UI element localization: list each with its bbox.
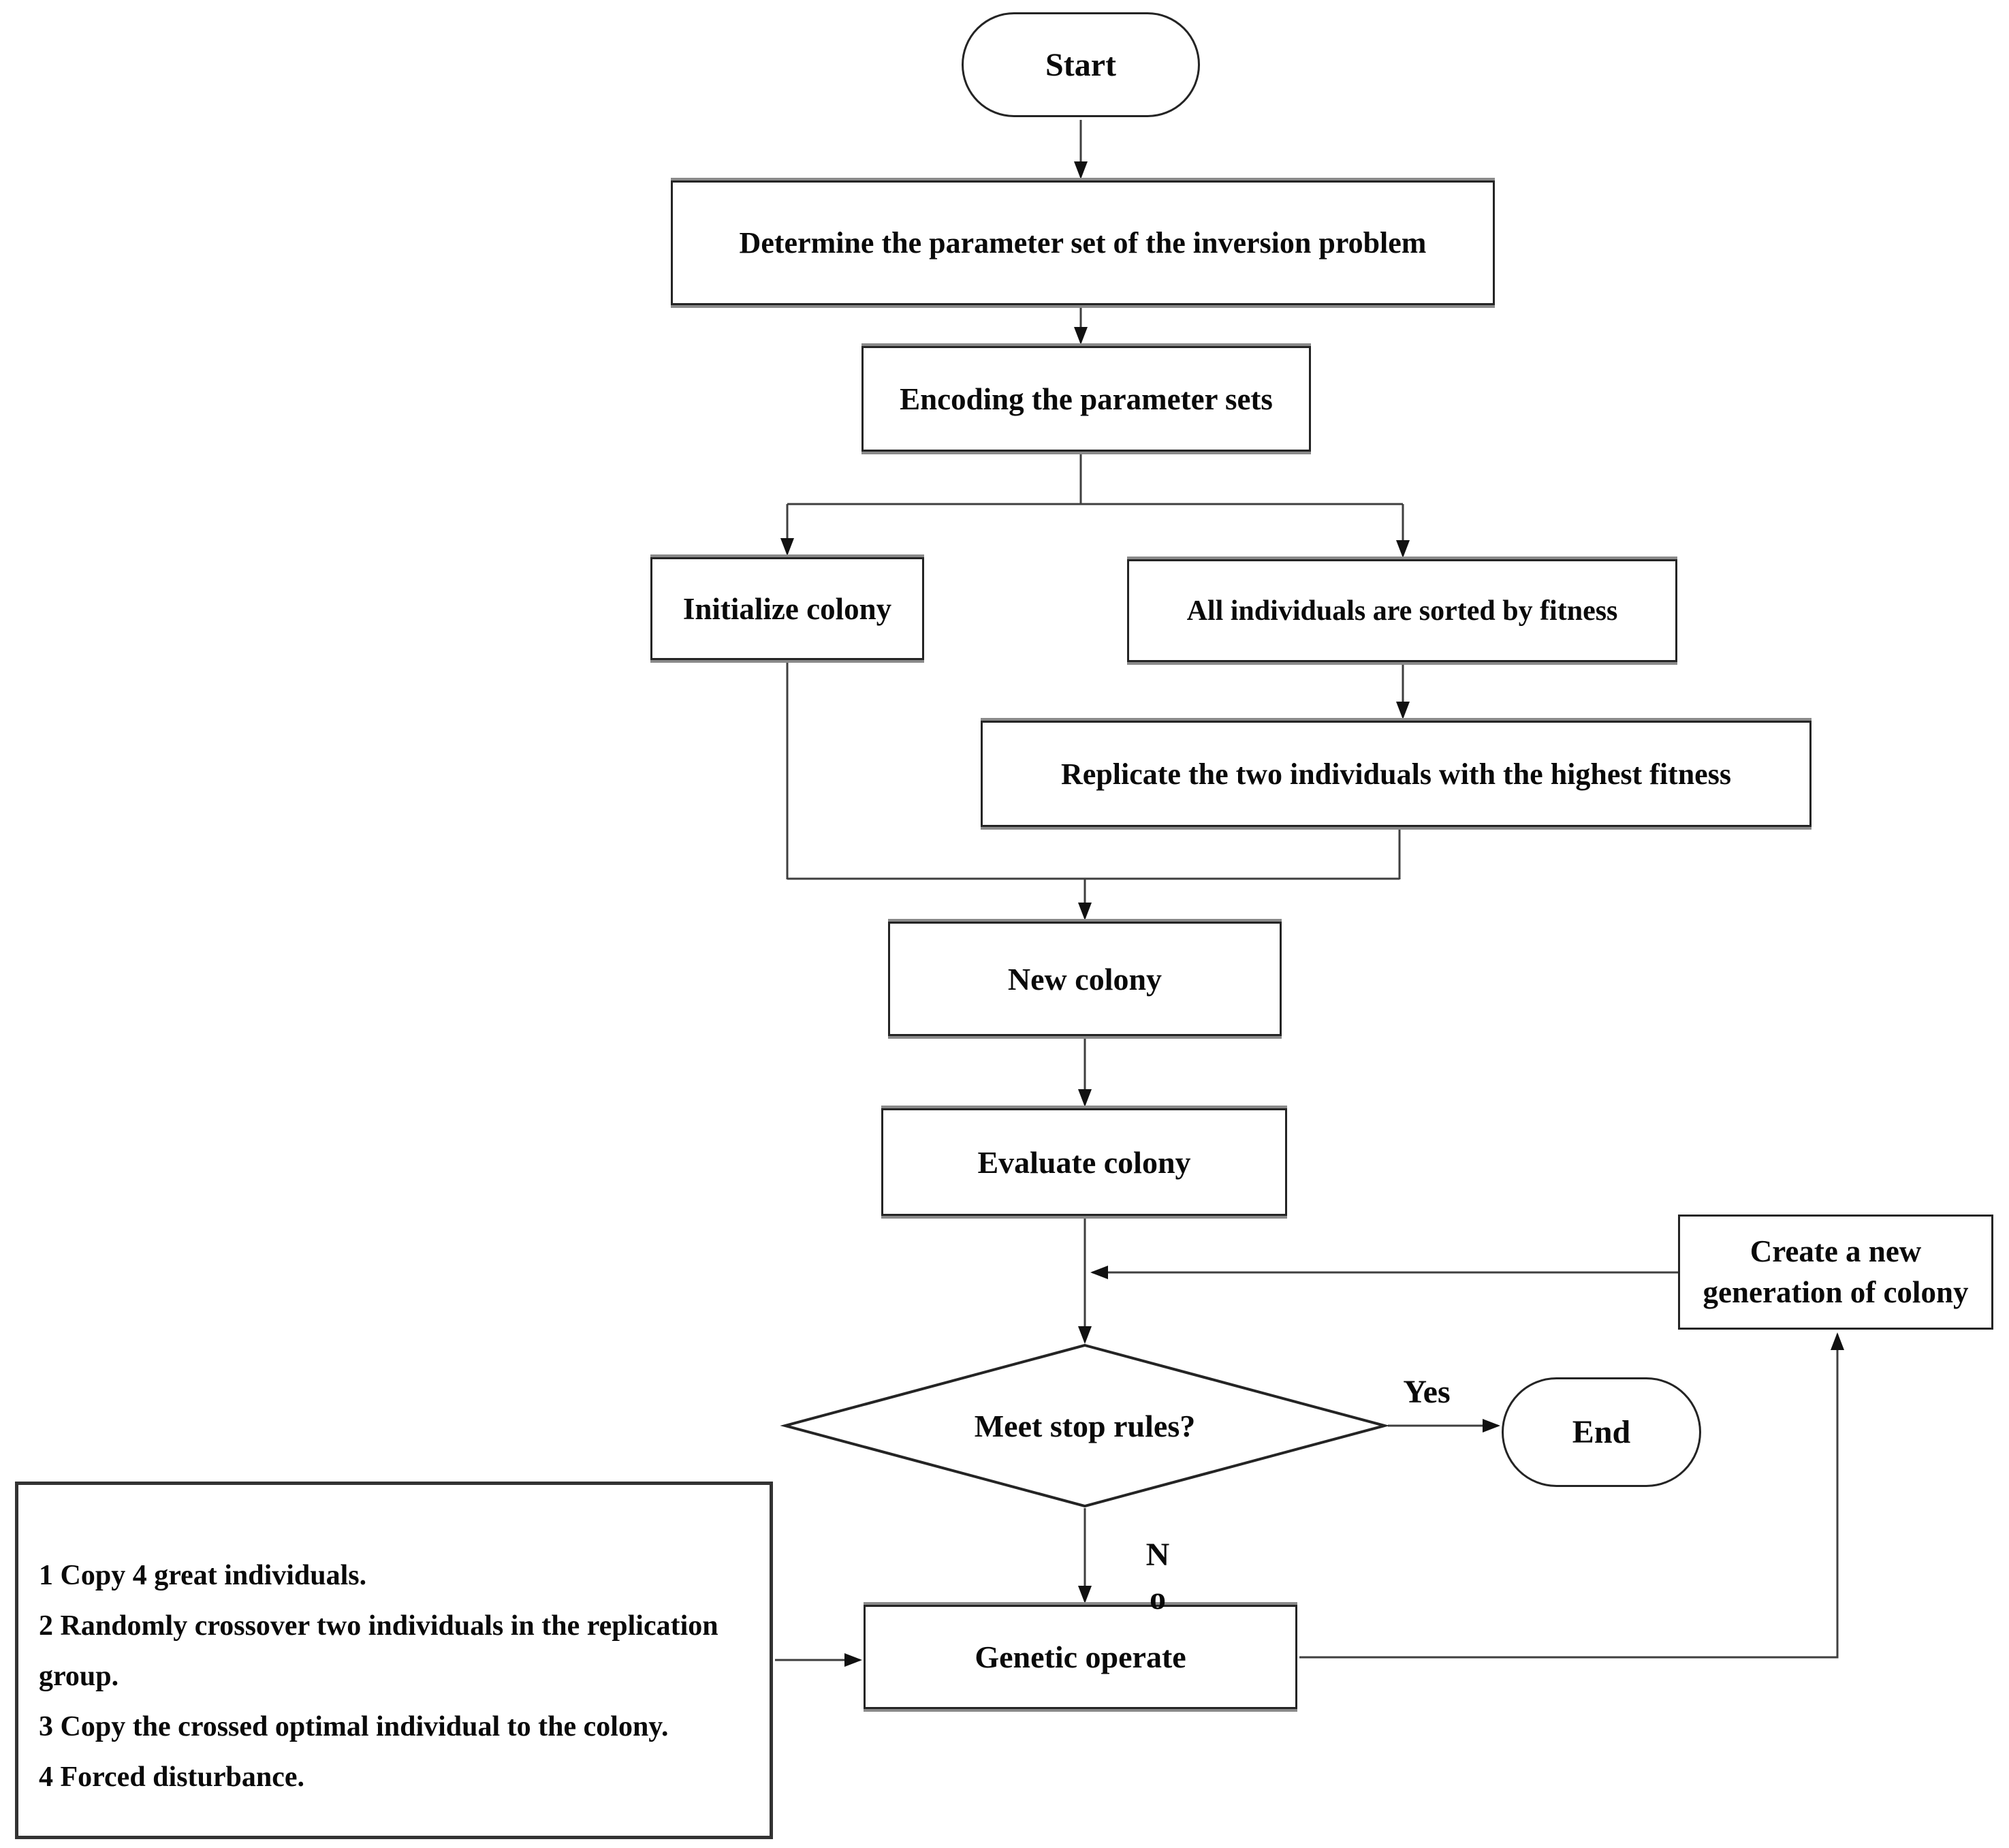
- node-end-label: End: [1572, 1414, 1631, 1450]
- node-replicate-individuals-label: Replicate the two individuals with the h…: [1061, 757, 1731, 791]
- node-determine-parameters-label: Determine the parameter set of the inver…: [739, 226, 1427, 260]
- node-create-new-generation: Create a new generation of colony: [1678, 1215, 1993, 1330]
- decision-diamond-shape: [780, 1343, 1390, 1508]
- note-line-1: 1 Copy 4 great individuals.: [39, 1560, 367, 1591]
- node-genetic-operate: Genetic operate: [864, 1605, 1297, 1709]
- note-line-2: 2 Randomly crossover two individuals in …: [39, 1610, 718, 1692]
- genetic-operate-notes-box: 1 Copy 4 great individuals. 2 Randomly c…: [15, 1482, 773, 1839]
- node-decision-meet-stop-rules-label: Meet stop rules?: [974, 1408, 1196, 1443]
- node-start: Start: [962, 12, 1200, 117]
- edge-label-no: N o: [1127, 1529, 1188, 1625]
- node-initialize-colony: Initialize colony: [650, 557, 924, 660]
- edge-label-no-top: N: [1145, 1537, 1170, 1573]
- node-new-colony-label: New colony: [1007, 961, 1162, 997]
- note-line-3: 3 Copy the crossed optimal individual to…: [39, 1711, 669, 1742]
- node-evaluate-colony-label: Evaluate colony: [977, 1144, 1191, 1180]
- node-genetic-operate-label: Genetic operate: [975, 1640, 1186, 1674]
- node-replicate-individuals: Replicate the two individuals with the h…: [981, 721, 1812, 827]
- edge-label-yes-text: Yes: [1403, 1373, 1451, 1410]
- node-determine-parameters: Determine the parameter set of the inver…: [671, 181, 1495, 305]
- edge-label-yes: Yes: [1389, 1371, 1464, 1413]
- edge-genetic-to-create-loop: [1299, 1332, 1844, 1659]
- node-sort-by-fitness: All individuals are sorted by fitness: [1127, 559, 1677, 662]
- node-encoding-parameters: Encoding the parameter sets: [861, 346, 1311, 452]
- note-line-4: 4 Forced disturbance.: [39, 1761, 305, 1793]
- node-new-colony: New colony: [888, 922, 1282, 1036]
- node-create-new-generation-label: Create a new generation of colony: [1703, 1234, 1969, 1309]
- node-initialize-colony-label: Initialize colony: [682, 591, 892, 626]
- edge-label-no-bottom: o: [1150, 1580, 1166, 1616]
- node-encoding-parameters-label: Encoding the parameter sets: [900, 381, 1273, 416]
- node-decision-meet-stop-rules: Meet stop rules?: [881, 1403, 1289, 1448]
- node-start-label: Start: [1045, 46, 1116, 83]
- node-end: End: [1502, 1377, 1701, 1487]
- node-sort-by-fitness-label: All individuals are sorted by fitness: [1186, 595, 1618, 627]
- node-evaluate-colony: Evaluate colony: [881, 1108, 1287, 1216]
